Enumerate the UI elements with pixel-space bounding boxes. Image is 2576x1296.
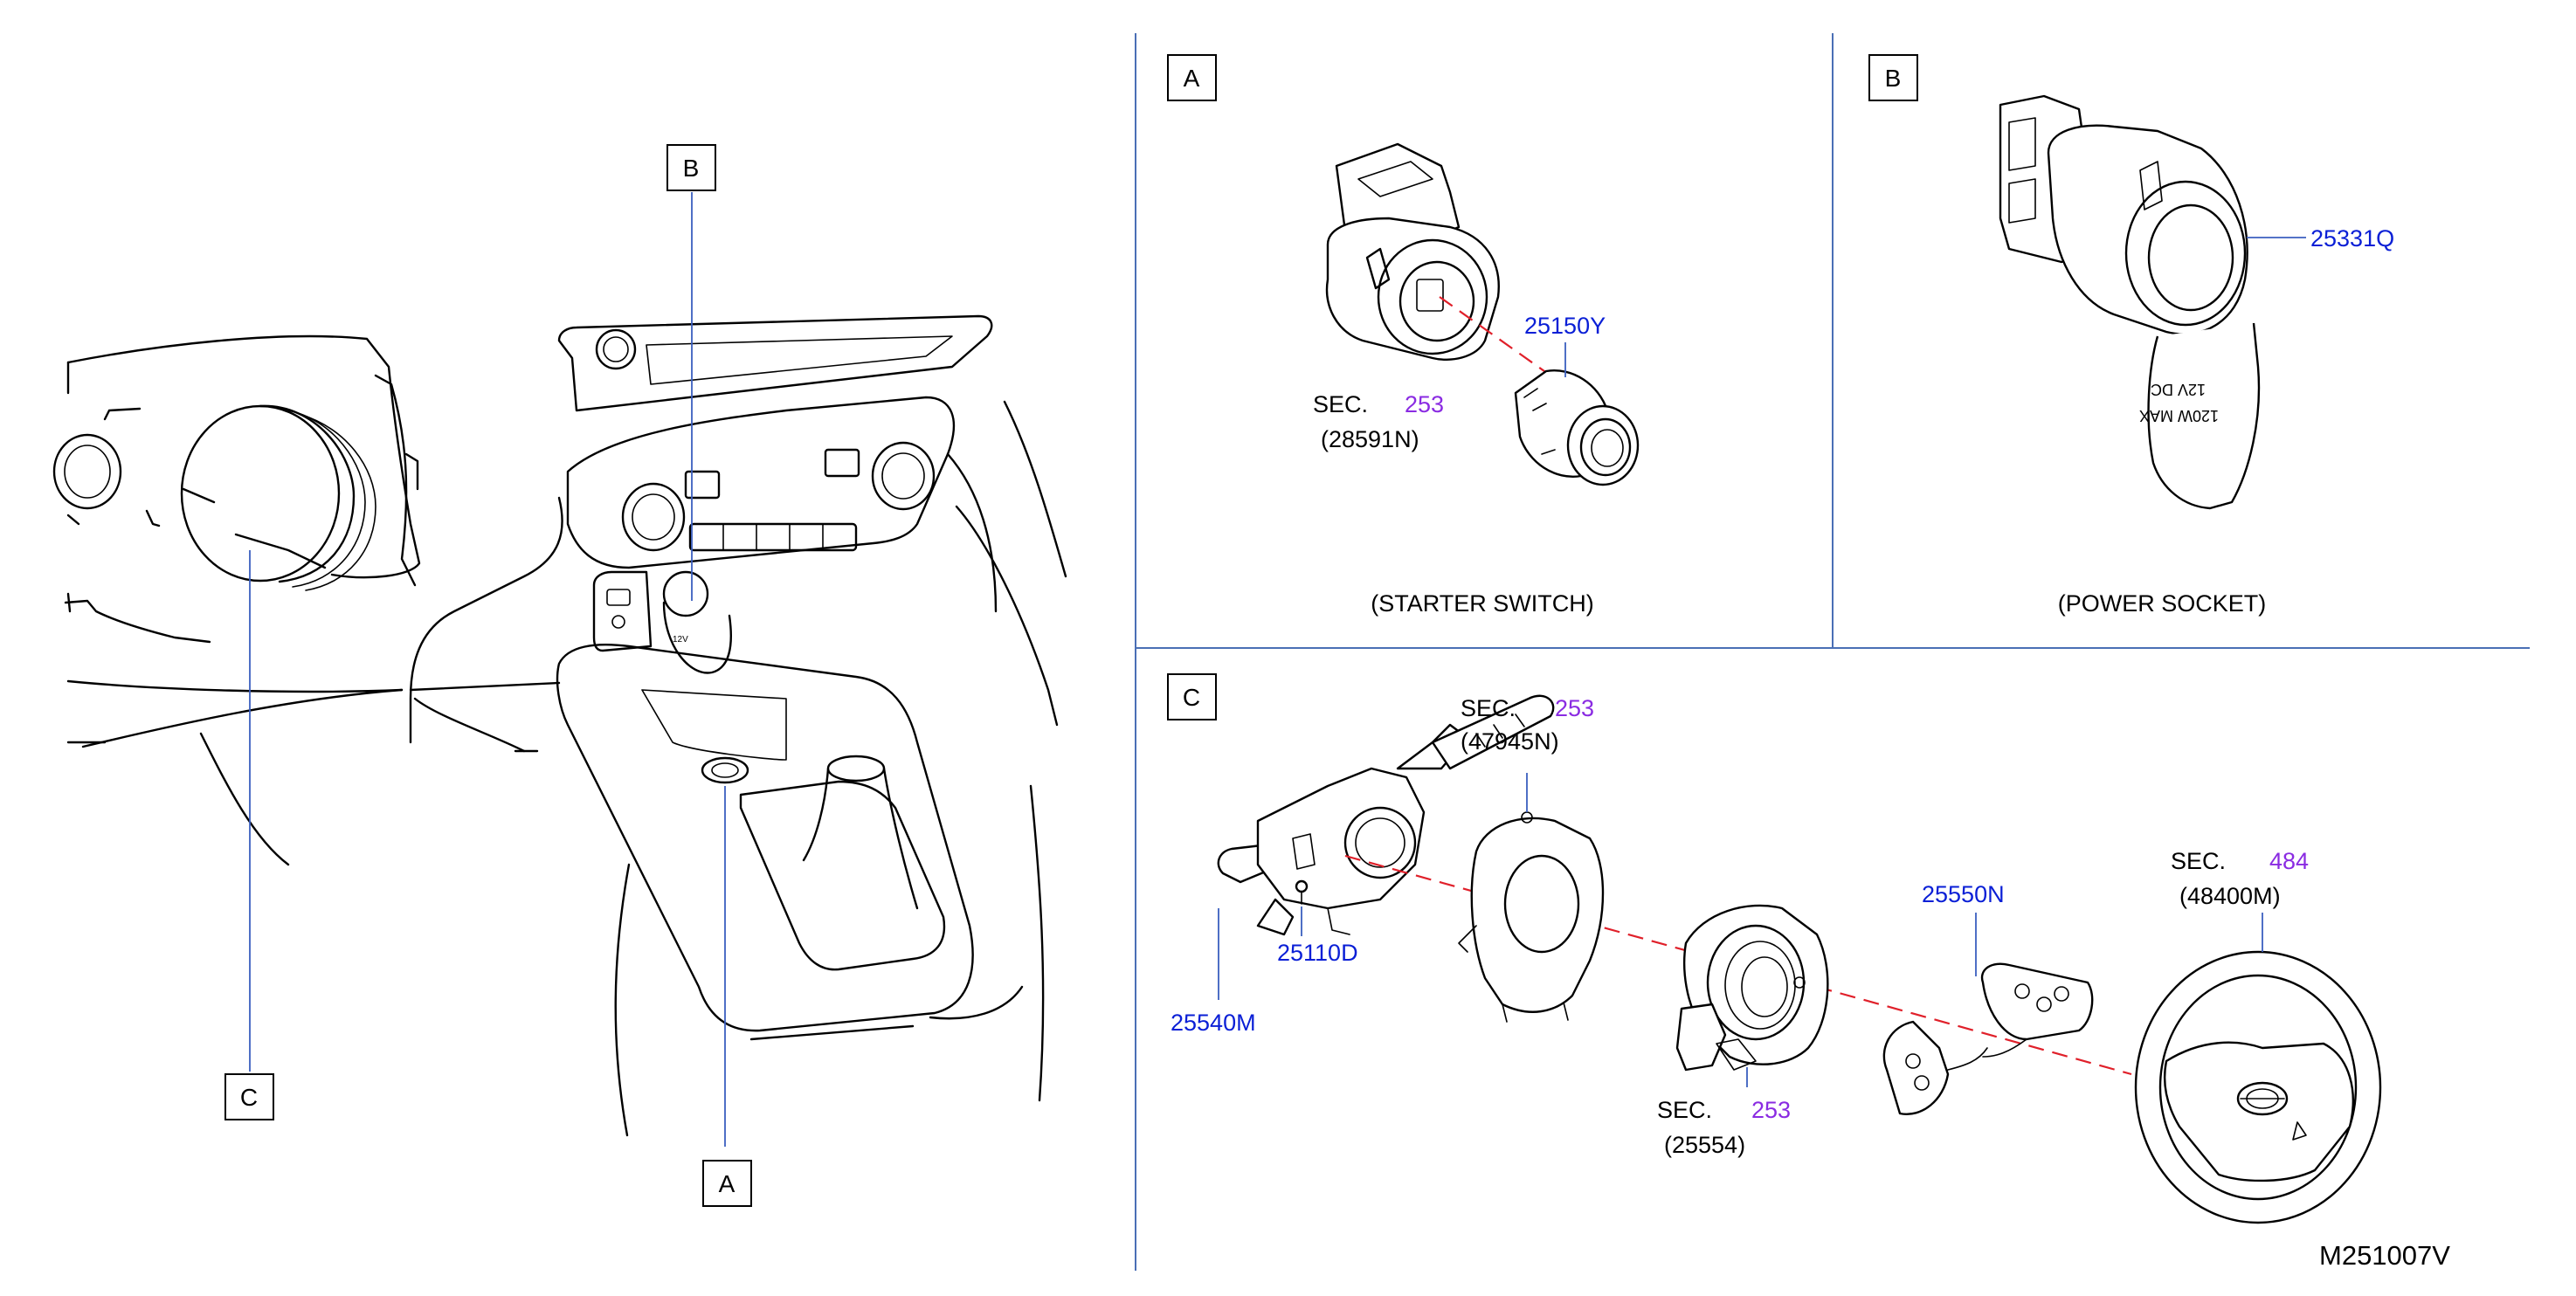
socket-cap-text-2: 120W MAX [2139, 407, 2219, 424]
sec-prefix-c1: SEC. [1461, 695, 1516, 721]
callout-b-panel: B [1868, 54, 1918, 101]
steering-wheel-drawing [2134, 950, 2382, 1224]
sec-prefix-c3: SEC. [2171, 848, 2226, 874]
starter-switch-drawing [1514, 369, 1640, 486]
callout-a-panel: A [1167, 54, 1217, 101]
sec-ref-a: (28591N) [1321, 426, 1419, 452]
socket-cap-text-1: 12V DC [2151, 381, 2206, 398]
callout-c-main: C [224, 1073, 274, 1120]
combination-switch-drawing [1217, 694, 1555, 936]
sec-number-c1: 253 [1555, 695, 1594, 721]
callout-c-panel: C [1167, 673, 1217, 720]
steering-angle-sensor-drawing [1458, 811, 1605, 1023]
sec-number-a: 253 [1405, 391, 1444, 417]
sec-prefix-c2: SEC. [1657, 1097, 1712, 1123]
ignition-housing-drawing [1325, 142, 1500, 361]
screw-25110D [1295, 879, 1309, 905]
callout-b-main: B [666, 144, 716, 191]
callout-c-panel-label: C [1183, 684, 1200, 711]
callout-b-main-label: B [683, 155, 700, 182]
diagram-id: M251007V [2319, 1240, 2450, 1271]
callout-a-main-label: A [719, 1170, 736, 1197]
callout-a-main: A [702, 1160, 752, 1207]
part-number-25110D: 25110D [1277, 940, 1358, 966]
sec-ref-c3: (48400M) [2179, 883, 2281, 909]
part-number-25150Y: 25150Y [1524, 313, 1606, 339]
power-socket-drawing: 12V DC 120W MAX [1999, 94, 2261, 510]
spiral-cable-drawing [1675, 904, 1829, 1072]
dashboard-overview-illustration: 12V [52, 314, 1067, 1137]
socket-embossed-text: 12V [673, 635, 688, 645]
sec-ref-c2: (25554) [1664, 1132, 1745, 1158]
sec-number-c2: 253 [1751, 1097, 1791, 1123]
alignment-line-a [1439, 296, 1551, 376]
part-number-25550N: 25550N [1922, 881, 2005, 907]
callout-c-main-label: C [240, 1084, 258, 1111]
panel-dividers [1135, 33, 2530, 1271]
steering-switch-right-drawing [1980, 962, 2094, 1058]
main-leader-lines [249, 192, 726, 1147]
callout-b-panel-label: B [1885, 65, 1902, 92]
caption-power-socket: (POWER SOCKET) [2058, 590, 2267, 617]
caption-starter-switch: (STARTER SWITCH) [1371, 590, 1594, 617]
part-number-25540M: 25540M [1171, 1010, 1256, 1036]
callout-a-panel-label: A [1184, 65, 1200, 92]
sec-ref-c1: (47945N) [1461, 728, 1559, 755]
sec-prefix-a: SEC. [1313, 391, 1368, 417]
steering-switch-left-drawing [1882, 1020, 1988, 1115]
sec-number-c3: 484 [2269, 848, 2309, 874]
part-number-25331Q: 25331Q [2310, 225, 2394, 252]
